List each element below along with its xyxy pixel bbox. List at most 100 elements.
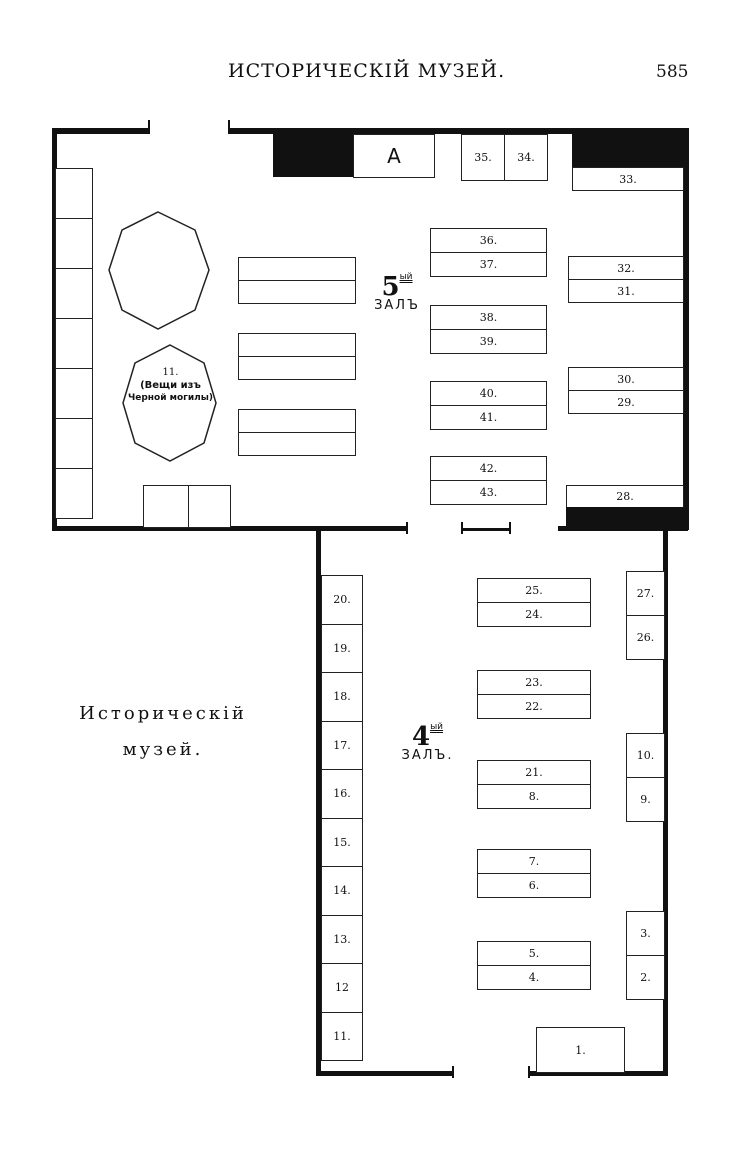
case-label: 31. [617, 284, 635, 298]
case-label: 28. [616, 490, 634, 503]
case: 26. [626, 615, 665, 660]
case: 23. [477, 670, 591, 695]
case [55, 418, 93, 469]
case: 38. [430, 305, 547, 330]
case-label: 4. [528, 971, 540, 984]
case: 1. [536, 1027, 625, 1073]
case-label: 38. [479, 311, 498, 324]
case-label: 8. [528, 790, 540, 803]
hall-5-label: 5ый ЗАЛЪ [362, 272, 432, 313]
case: 4. [477, 965, 591, 990]
case-text: Черной могилы) [127, 393, 214, 403]
case [238, 333, 356, 357]
case-label: 10. [636, 749, 655, 762]
case-label: 21. [525, 766, 543, 779]
case [238, 356, 356, 380]
case-label: 1. [575, 1043, 586, 1057]
case: 11. [321, 1011, 363, 1061]
caption-line: музей. [122, 739, 204, 760]
case-label: 34. [517, 151, 535, 164]
case: 13. [321, 914, 363, 964]
caption: Историческій музей. [58, 696, 268, 768]
black-block [273, 130, 353, 177]
case: 2. [626, 955, 665, 1000]
case: 32. [568, 256, 684, 280]
case: 16. [321, 769, 363, 819]
case: 20. [321, 575, 363, 625]
case [238, 280, 356, 304]
case: 33. [572, 167, 684, 191]
case-label: 11. [333, 1029, 351, 1043]
case: 24. [477, 602, 591, 627]
case: 29. [568, 390, 684, 414]
case [55, 368, 93, 419]
case [55, 268, 93, 319]
case [238, 257, 356, 281]
case [55, 218, 93, 269]
case-label: 7. [528, 855, 540, 868]
case-label: 12 [335, 981, 349, 995]
octagon-case [108, 211, 210, 330]
case: 37. [430, 252, 547, 277]
case-a: A [353, 134, 435, 178]
case: 18. [321, 672, 363, 722]
case-label: 22. [525, 700, 543, 713]
case: 42. [430, 456, 547, 481]
case: 5. [477, 941, 591, 966]
case-label: 3. [640, 927, 651, 940]
hall-number: 4 [411, 722, 431, 752]
case-label: 33. [619, 172, 637, 186]
case [55, 168, 93, 219]
case: 7. [477, 849, 591, 874]
case [143, 485, 189, 528]
case: 3. [626, 911, 665, 956]
case [55, 468, 93, 519]
case-label: 19. [333, 641, 351, 655]
case-label: 13. [333, 932, 351, 946]
case-label: 43. [479, 486, 498, 499]
case-label: 5. [528, 947, 540, 960]
case-label: 39. [479, 335, 498, 348]
case: 22. [477, 694, 591, 719]
case-label: 40. [479, 387, 498, 400]
case: 9. [626, 777, 665, 822]
case: 21. [477, 760, 591, 785]
case-label: 2. [640, 971, 651, 984]
black-block [572, 130, 688, 168]
page-number: 585 [656, 62, 689, 82]
case-text: (Вещи изъ [140, 380, 201, 391]
hall-4-label: 4ый ЗАЛЪ. [390, 722, 465, 763]
case: 17. [321, 720, 363, 770]
case-label: 29. [617, 395, 635, 409]
case-label: 36. [479, 234, 498, 247]
case: 40. [430, 381, 547, 406]
hall-suffix: ый [430, 722, 444, 732]
case [55, 318, 93, 369]
case-label: 25. [525, 584, 543, 597]
case-label: 14. [333, 884, 351, 898]
case-label: 26. [636, 631, 655, 644]
case: 10. [626, 733, 665, 778]
case-label: 42. [479, 462, 498, 475]
case-label: 23. [525, 676, 543, 689]
case-label: 6. [528, 879, 540, 892]
octagon-cases [108, 211, 217, 462]
case: 39. [430, 329, 547, 354]
hall-suffix: ый [399, 272, 413, 282]
case: 36. [430, 228, 547, 253]
case: 30. [568, 367, 684, 391]
case: 19. [321, 623, 363, 673]
case: 43. [430, 480, 547, 505]
case-label: 18. [333, 690, 351, 704]
case: 41. [430, 405, 547, 430]
hall-word: ЗАЛЪ [374, 298, 420, 313]
case-number: 11. [162, 367, 179, 378]
case [238, 409, 356, 433]
case-label: 37. [479, 258, 498, 271]
case [188, 485, 231, 528]
hall-number: 5 [381, 272, 400, 302]
case: 14. [321, 866, 363, 916]
octagon-case-11 [122, 344, 217, 462]
page-title: ИСТОРИЧЕСКІЙ МУЗЕЙ. [228, 60, 506, 82]
